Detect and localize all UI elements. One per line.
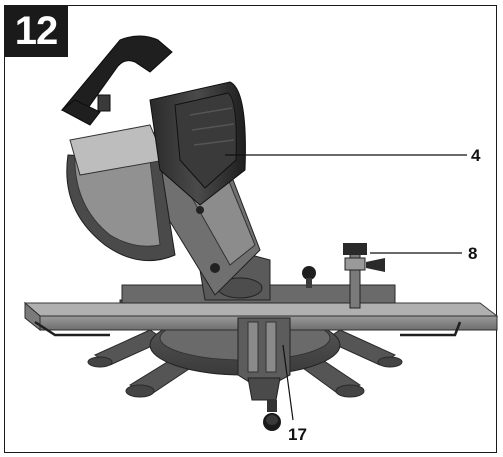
- saw-handle: [60, 35, 173, 126]
- callout-4-motor-housing: 4: [471, 146, 481, 165]
- support-rails: [34, 320, 462, 337]
- depth-stop-assembly: [302, 243, 385, 309]
- callout-8-depth-stop: 8: [468, 244, 478, 263]
- callout-17-locking-knob: 17: [288, 425, 307, 444]
- leader-lines: [225, 154, 467, 421]
- figure-number-badge: 12: [4, 5, 68, 57]
- blade-guard: [66, 124, 176, 262]
- motor-housing: [149, 81, 246, 206]
- extension-arm: [237, 317, 291, 431]
- figure-frame: [4, 5, 497, 453]
